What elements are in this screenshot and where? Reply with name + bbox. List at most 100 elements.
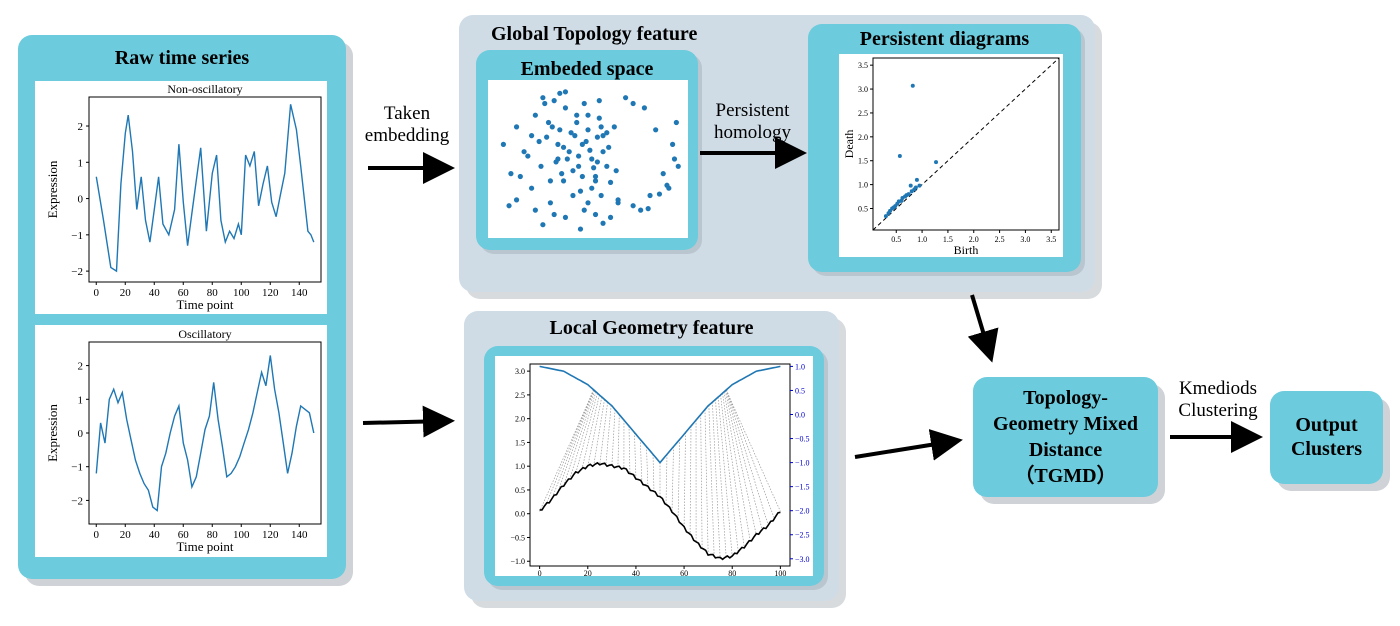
embedding-point — [585, 127, 591, 133]
global-topology-title: Global Topology feature — [491, 23, 698, 45]
embedded-space-panel: Embeded space — [476, 50, 698, 250]
persistent-diagrams-title: Persistent diagrams — [859, 28, 1030, 50]
persistence-point — [891, 205, 896, 210]
y-tick-label: −1 — [71, 462, 83, 474]
x-tick-label: 60 — [680, 569, 688, 576]
embedding-point — [570, 192, 576, 199]
embedding-point — [645, 206, 651, 212]
embedding-point — [647, 192, 653, 199]
alignment-line — [581, 394, 600, 470]
x-tick-label: 3.5 — [1046, 235, 1056, 244]
raw-time-series-title: Raw time series — [114, 47, 250, 69]
embedding-point — [570, 168, 576, 174]
embedding-point — [581, 207, 587, 213]
tgmd-label: Topology- Geometry Mixed Distance （TGMD） — [973, 385, 1158, 489]
embedding-point — [536, 138, 542, 145]
embedding-point — [589, 156, 595, 162]
embedding-point — [500, 141, 506, 147]
y-tick-label: 0.5 — [858, 205, 868, 214]
plot-frame — [529, 363, 791, 567]
x-tick-label: 100 — [233, 287, 250, 299]
x-tick-label: 120 — [262, 529, 279, 541]
embedding-point — [673, 119, 679, 126]
embedding-point — [653, 127, 659, 133]
y-tick-label: 2 — [78, 121, 84, 133]
output-clusters-label: Output Clusters — [1270, 413, 1383, 461]
embedding-point — [592, 173, 599, 180]
y-tick-label-right: 0.5 — [795, 386, 805, 395]
embedding-point — [549, 124, 555, 130]
embedding-point — [594, 159, 600, 165]
embedding-point — [568, 130, 574, 136]
x-tick-label: 0.5 — [891, 235, 901, 244]
embedding-point — [596, 98, 602, 104]
x-tick-label: 80 — [207, 287, 219, 299]
x-tick-label: 0 — [94, 287, 100, 299]
y-tick-label-left: −0.5 — [510, 533, 525, 542]
alignment-line — [593, 399, 605, 466]
y-tick-label-left: 2.5 — [515, 391, 525, 400]
embedding-point — [525, 153, 531, 159]
x-axis-label: Time point — [177, 539, 234, 554]
y-tick-label: −1 — [71, 230, 83, 242]
embedding-point — [513, 124, 520, 130]
y-tick-label: 3.0 — [858, 85, 868, 94]
embedding-point — [592, 178, 599, 184]
embedding-point — [600, 149, 606, 155]
y-tick-label-left: 3.0 — [515, 367, 525, 376]
series-line — [95, 355, 315, 512]
embedding-point — [596, 115, 602, 121]
alignment-line — [717, 396, 733, 557]
persistent-homology-label: Persistent homology — [713, 100, 792, 143]
x-tick-label: 2.5 — [995, 235, 1005, 244]
persistence-point — [899, 198, 904, 203]
tgmd-box: Topology- Geometry Mixed Distance （TGMD） — [973, 377, 1158, 497]
plot-title: Non-oscillatory — [167, 82, 242, 96]
tgmd-line-4: （TGMD） — [1014, 465, 1117, 487]
embedding-point — [562, 105, 569, 111]
x-tick-label: 20 — [120, 287, 132, 299]
embedding-point — [638, 207, 644, 213]
embedding-point — [544, 134, 550, 140]
y-tick-label: 1 — [78, 394, 84, 406]
embedding-point — [560, 178, 567, 184]
y-tick-label: 1 — [78, 157, 84, 169]
alignment-line — [715, 399, 727, 558]
embedding-point — [540, 95, 546, 101]
embedding-point — [579, 173, 585, 180]
series-line-left — [539, 461, 781, 561]
y-tick-label: 2.5 — [858, 109, 868, 118]
persistence-point — [917, 183, 922, 188]
embedding-point — [521, 149, 527, 155]
y-tick-label: −2 — [71, 266, 83, 278]
y-axis-label: Expression — [45, 404, 60, 462]
embedding-point — [529, 185, 535, 191]
alignment-line — [720, 394, 739, 552]
x-tick-label: 1.0 — [917, 235, 927, 244]
persistence-point — [913, 185, 918, 190]
alignment-line — [708, 405, 715, 557]
y-tick-label-right: 0.0 — [795, 411, 805, 420]
embedding-point — [604, 130, 610, 136]
y-tick-label: 1.5 — [858, 157, 868, 166]
persistence-point — [909, 189, 914, 194]
embedding-point — [615, 197, 621, 203]
alignment-line — [628, 426, 631, 474]
persistence-point — [886, 211, 891, 216]
plot-title: Oscillatory — [178, 327, 231, 341]
alignment-line — [700, 414, 703, 549]
y-tick-label-right: −0.5 — [795, 435, 810, 444]
embedding-point — [532, 207, 538, 213]
x-tick-label: 40 — [632, 569, 640, 576]
embedding-point — [613, 168, 619, 174]
x-tick-label: 0 — [538, 569, 542, 576]
alignment-line — [599, 402, 608, 464]
y-tick-label: 0 — [78, 194, 84, 206]
embedding-point — [547, 178, 553, 184]
x-axis-label: Birth — [954, 243, 979, 257]
